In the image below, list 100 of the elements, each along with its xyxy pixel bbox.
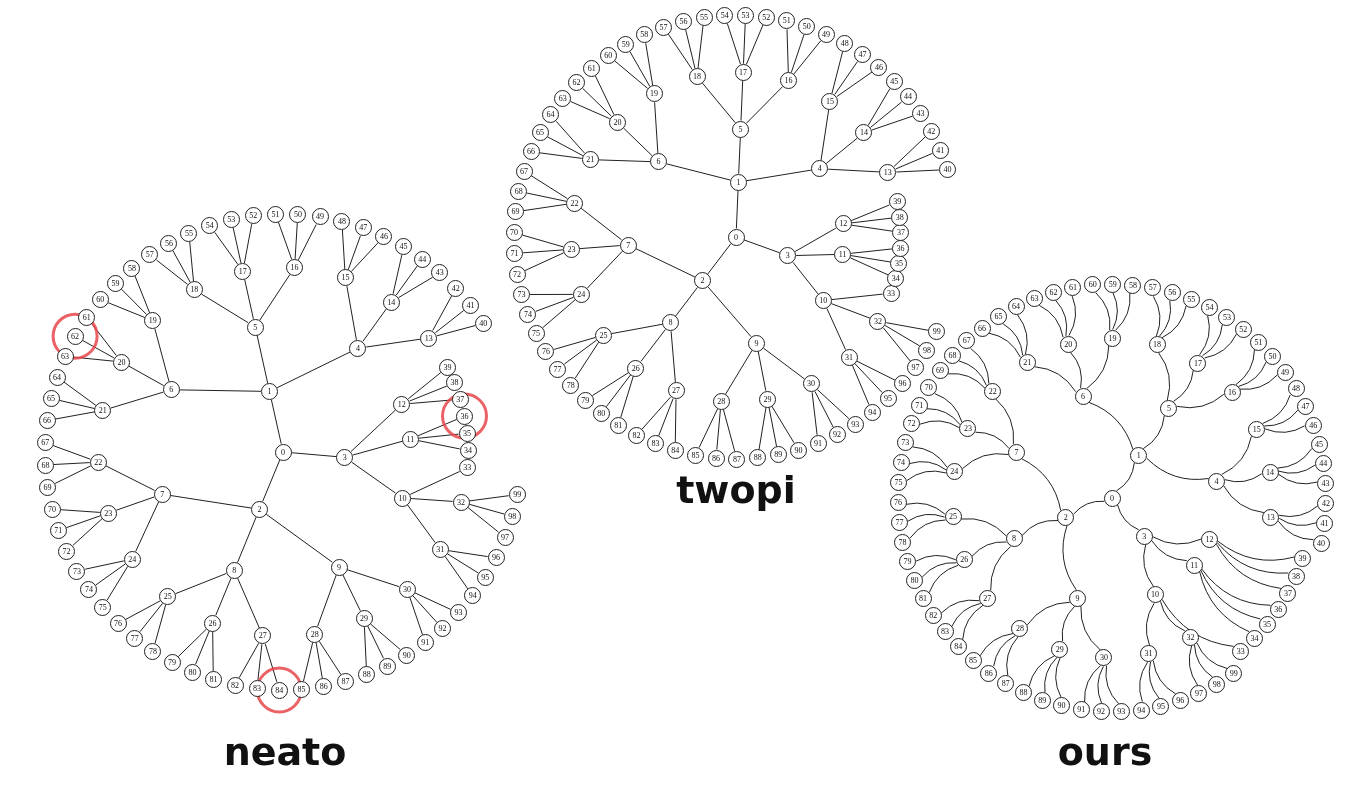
- edge-line: [768, 406, 778, 448]
- node-circle: 55: [180, 224, 198, 242]
- node-circle: 17: [1189, 354, 1207, 372]
- node-circle: 47: [354, 219, 372, 237]
- edge-line: [417, 418, 458, 437]
- node-circle: 75: [527, 324, 545, 342]
- node-circle: 64: [1007, 298, 1025, 316]
- node-circle: 75: [890, 473, 908, 491]
- node-circle: 2: [694, 272, 712, 290]
- node-circle: 99: [1225, 665, 1243, 683]
- edge-line: [827, 168, 880, 173]
- node-circle: 16: [780, 72, 798, 90]
- edge-line: [265, 513, 333, 563]
- node-circle: 68: [510, 182, 528, 200]
- node-circle: 28: [712, 392, 730, 410]
- node-circle: 42: [922, 122, 940, 140]
- edge-line: [342, 574, 361, 612]
- edge-line: [870, 101, 902, 128]
- edge-line: [347, 235, 361, 271]
- edge-line: [702, 82, 736, 124]
- edge-line: [1262, 394, 1291, 424]
- node-circle: 36: [1269, 600, 1287, 618]
- node-circle: 40: [939, 161, 956, 179]
- node-circle: 17: [734, 63, 752, 81]
- edge-line: [1201, 324, 1223, 357]
- node-circle: 18: [1148, 336, 1166, 353]
- edge-line: [594, 75, 615, 115]
- edge-line: [1264, 425, 1306, 433]
- edge-line: [156, 259, 189, 285]
- edge-line: [885, 322, 929, 331]
- node-circle: 20: [112, 353, 130, 371]
- node-circle: 72: [902, 415, 920, 432]
- node-circle: 6: [649, 153, 667, 171]
- edge-line: [1152, 536, 1202, 545]
- node-circle: 26: [204, 614, 221, 632]
- edge-line: [738, 137, 741, 175]
- node-circle: 78: [562, 376, 580, 394]
- node-circle: 18: [688, 68, 706, 86]
- node-circle: 49: [1276, 363, 1294, 381]
- edge-line: [667, 33, 693, 71]
- node-circle: 80: [906, 571, 923, 589]
- node-circle: 84: [949, 638, 967, 656]
- node-circle: 70: [920, 378, 938, 396]
- edge-line: [849, 257, 889, 276]
- node-circle: 67: [515, 162, 533, 180]
- node-circle: 60: [599, 47, 617, 64]
- node-circle: 86: [707, 449, 725, 467]
- node-circle: 48: [1287, 380, 1305, 398]
- node-circle: 71: [506, 245, 524, 262]
- node-circle: 18: [185, 281, 203, 299]
- node-circle: 5: [1160, 400, 1178, 418]
- node-circle: 82: [924, 607, 942, 625]
- node-circle: 42: [1317, 495, 1335, 513]
- edge-line: [125, 600, 161, 620]
- edge-line: [530, 175, 568, 199]
- node-circle: 21: [581, 151, 599, 169]
- edge-line: [409, 385, 448, 402]
- node-circle: 81: [204, 671, 222, 689]
- node-circle: 93: [1112, 703, 1130, 721]
- edge-line: [960, 518, 1007, 537]
- node-circle: 39: [1294, 550, 1311, 568]
- node-circle: 12: [393, 395, 411, 413]
- edge-line: [277, 221, 293, 260]
- node-circle: 0: [727, 228, 745, 246]
- node-circle: 58: [123, 259, 141, 277]
- edge-line: [1263, 409, 1299, 427]
- edge-line: [975, 431, 1010, 449]
- node-circle: 2: [1057, 508, 1075, 526]
- edge-line: [1028, 655, 1055, 687]
- node-circle: 1: [1130, 447, 1148, 465]
- edge-line: [580, 207, 623, 241]
- node-circle: 54: [201, 217, 219, 234]
- node-circle: 80: [592, 404, 610, 422]
- node-circle: 88: [749, 449, 767, 467]
- node-circle: 4: [811, 160, 829, 178]
- edge-line: [1188, 645, 1199, 686]
- node-circle: 41: [1315, 515, 1333, 533]
- edge-line: [189, 241, 194, 282]
- node-circle: 9: [330, 558, 348, 576]
- edge-line: [850, 255, 891, 263]
- edge-line: [746, 86, 784, 124]
- node-circle: 49: [311, 208, 329, 226]
- node-circle: 85: [964, 652, 982, 670]
- edge-line: [834, 61, 858, 95]
- edge-line: [1146, 457, 1210, 480]
- edge-line: [276, 351, 351, 389]
- edge-line: [1055, 299, 1068, 337]
- edge-line: [586, 250, 623, 289]
- node-circle: 23: [563, 240, 580, 258]
- edge-line: [697, 25, 704, 69]
- node-circle: 57: [1144, 279, 1162, 297]
- node-circle: 14: [1261, 464, 1279, 481]
- node-circle: 43: [431, 264, 449, 282]
- edge-line: [523, 203, 567, 212]
- edge-line: [629, 51, 651, 87]
- edge-line: [262, 459, 281, 502]
- panel-caption: twopi: [676, 468, 796, 512]
- node-circle: 94: [1132, 701, 1150, 719]
- node-circle: 38: [1287, 567, 1305, 585]
- edge-line: [825, 137, 858, 164]
